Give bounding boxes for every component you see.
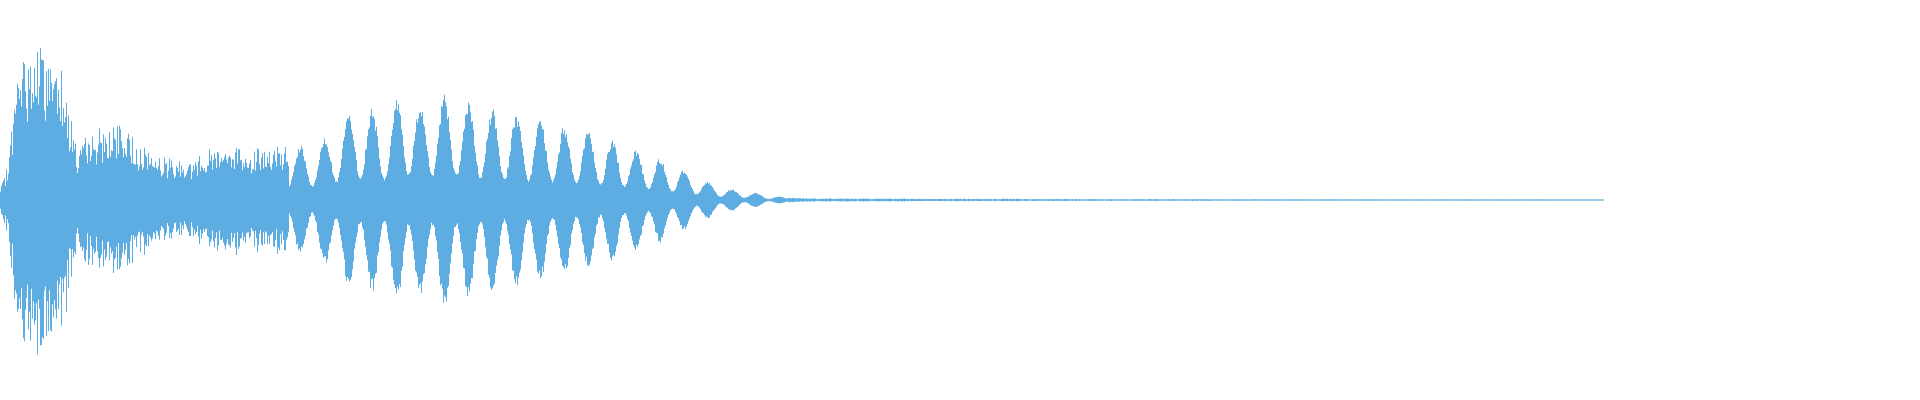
- waveform-graph: [0, 48, 1604, 355]
- waveform-path: [0, 48, 1604, 355]
